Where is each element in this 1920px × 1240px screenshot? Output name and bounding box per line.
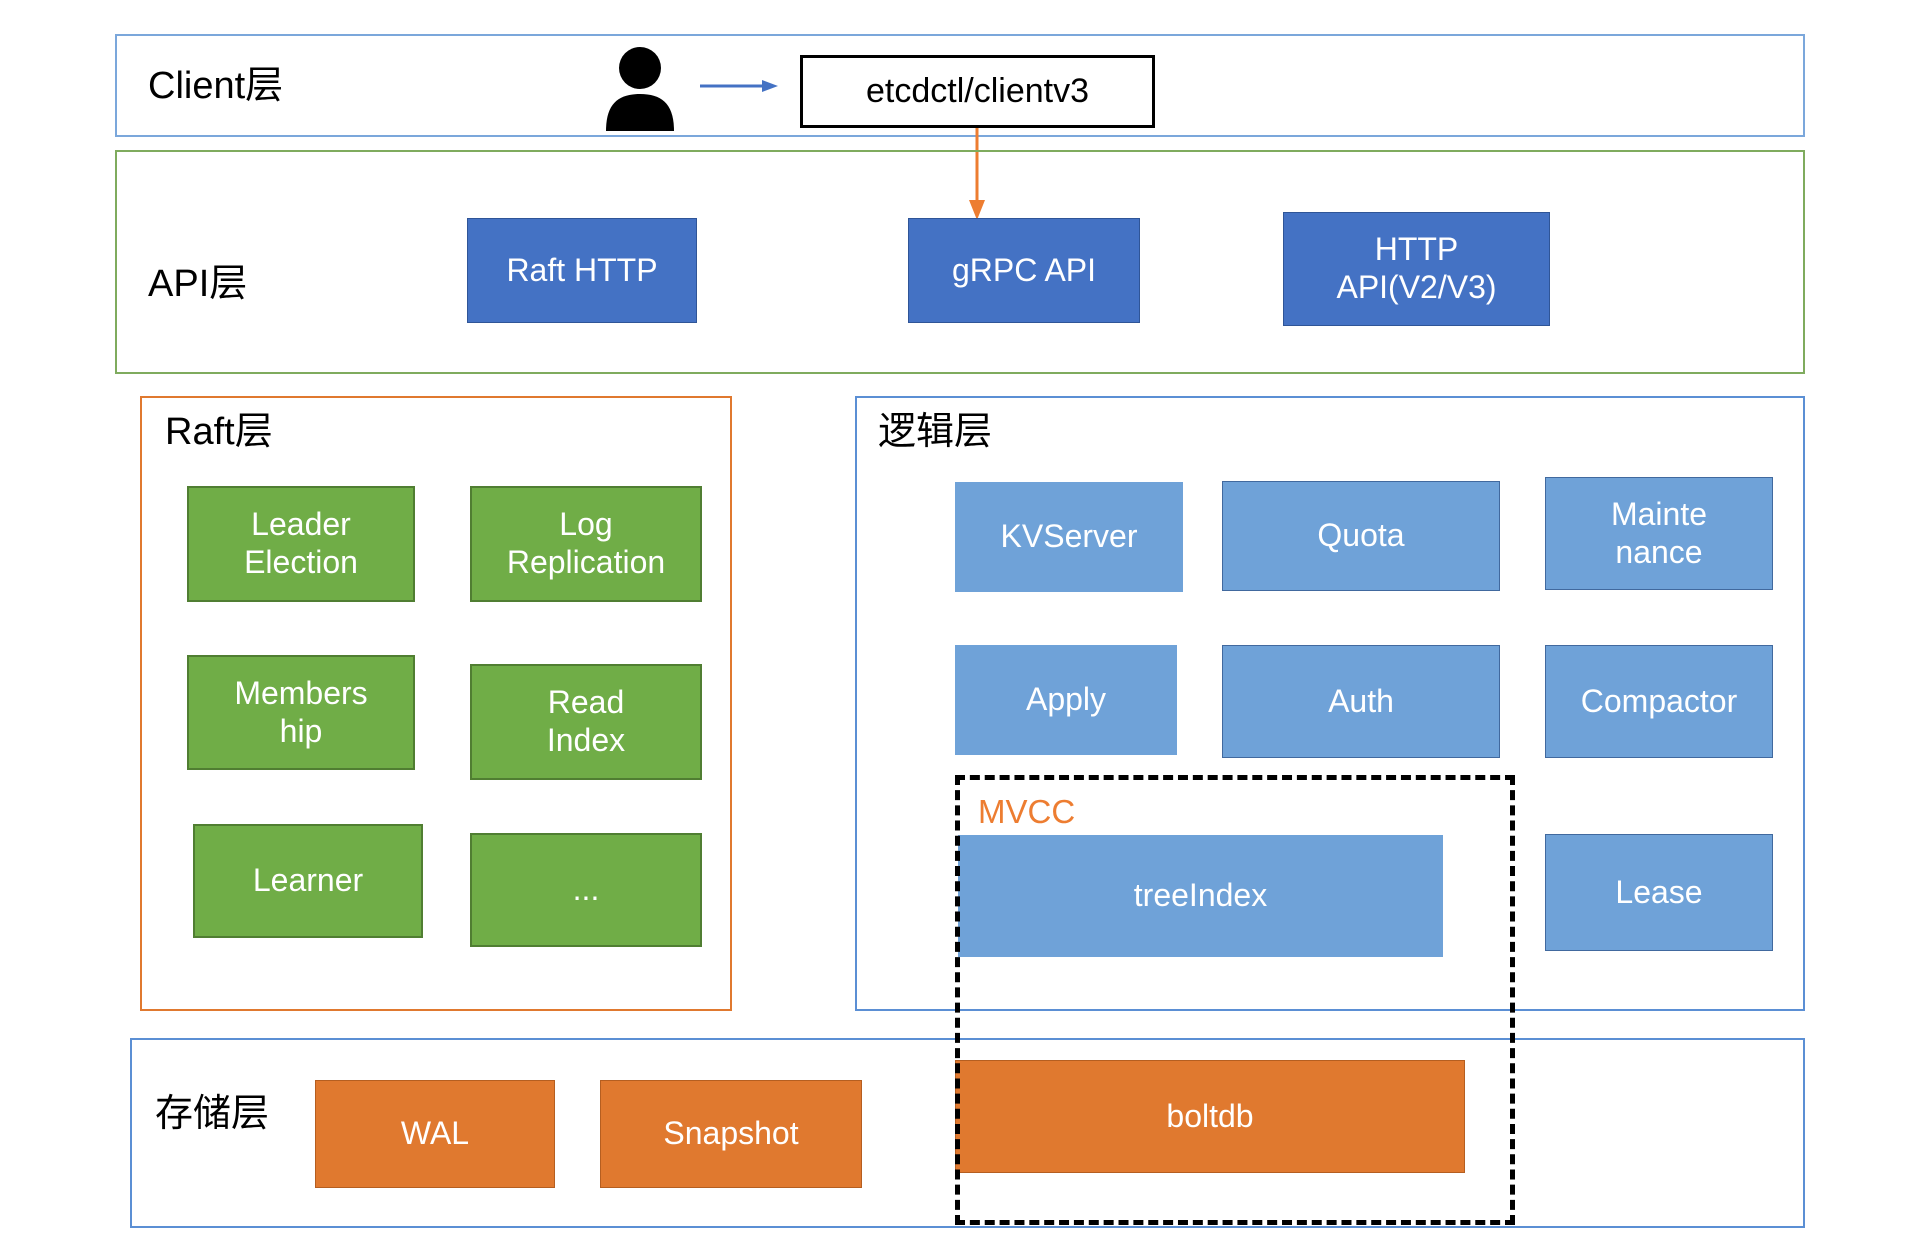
layer-label-logic: 逻辑层 [878,411,993,453]
node-boltdb[interactable]: boltdb [955,1060,1465,1173]
layer-panel-raft [140,396,732,1011]
node-membership[interactable]: Members hip [187,655,415,770]
node-raft-http[interactable]: Raft HTTP [467,218,697,323]
node-kvserver[interactable]: KVServer [955,482,1183,592]
layer-panel-client [115,34,1805,137]
node-grpc-api[interactable]: gRPC API [908,218,1140,323]
node-compactor[interactable]: Compactor [1545,645,1773,758]
arrow-right-icon [700,76,780,96]
node-quota[interactable]: Quota [1222,481,1500,591]
node-learner[interactable]: Learner [193,824,423,938]
node-snapshot[interactable]: Snapshot [600,1080,862,1188]
layer-label-api: API层 [148,263,248,305]
node-wal[interactable]: WAL [315,1080,555,1188]
layer-panel-logic [855,396,1805,1011]
etcdctl-to-grpc-arrow-icon [966,128,988,220]
layer-label-storage: 存储层 [155,1093,270,1135]
node-leader-election[interactable]: Leader Election [187,486,415,602]
node-http-api-v2-v3[interactable]: HTTP API(V2/V3) [1283,212,1550,326]
mvcc-label: MVCC [978,793,1076,830]
mvcc-group-box [955,775,1515,1225]
node-log-replication[interactable]: Log Replication [470,486,702,602]
node-maintenance[interactable]: Mainte nance [1545,477,1773,590]
node-lease[interactable]: Lease [1545,834,1773,951]
user-icon [600,46,680,131]
node-apply[interactable]: Apply [955,645,1177,755]
node-auth[interactable]: Auth [1222,645,1500,758]
node-read-index[interactable]: Read Index [470,664,702,780]
layer-panel-storage [130,1038,1805,1228]
node-raft-ellipsis[interactable]: ... [470,833,702,947]
node-etcdctl-clientv3[interactable]: etcdctl/clientv3 [800,55,1155,128]
node-tree-index[interactable]: treeIndex [958,835,1443,957]
layer-label-client: Client层 [148,65,284,107]
layer-panel-api [115,150,1805,374]
layer-label-raft: Raft层 [165,411,273,453]
